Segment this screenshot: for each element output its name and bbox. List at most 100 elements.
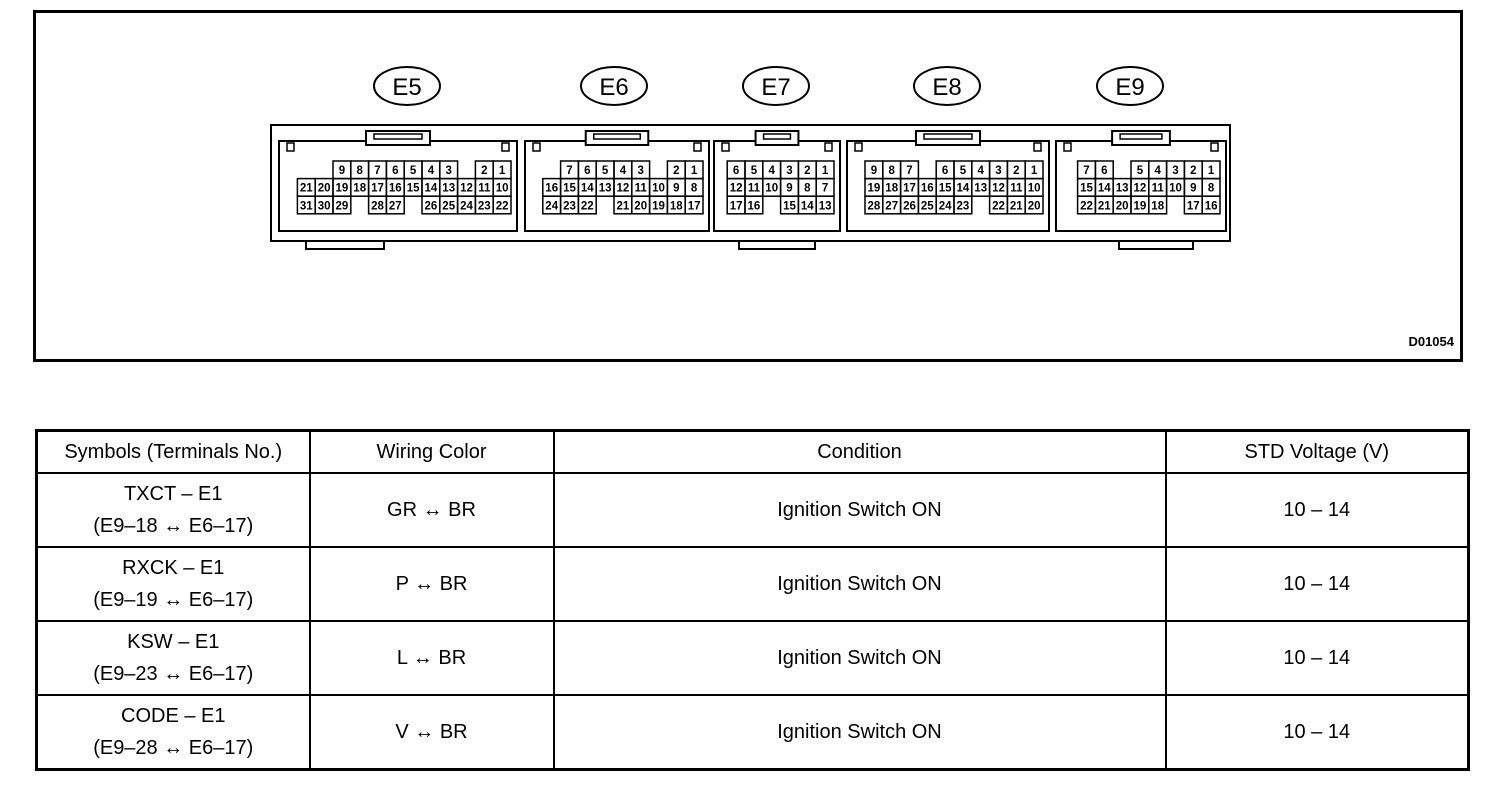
terminal-cell <box>1024 195 1044 215</box>
condition-cell: Ignition Switch ON <box>552 694 1167 771</box>
terminal-number: 7 <box>906 165 912 177</box>
terminal-cell <box>744 195 764 215</box>
connector-latch-slot <box>373 133 423 140</box>
terminal-number: 11 <box>635 183 648 195</box>
connector-label-ellipse <box>1096 66 1164 106</box>
terminal-numbers: (E9–28 ↔ E6–17) <box>93 737 254 759</box>
connector-label: E9 <box>1115 74 1144 101</box>
connector-guide-post <box>501 142 510 152</box>
terminal-number: 9 <box>1190 183 1196 195</box>
terminal-number: 22 <box>992 200 1005 212</box>
terminal-number: 16 <box>389 183 402 195</box>
terminal-number: 23 <box>478 200 491 212</box>
terminal-number: 18 <box>670 200 683 212</box>
connector-guide-post <box>721 142 730 152</box>
terminal-number: 11 <box>1010 183 1023 195</box>
terminal-number: 2 <box>673 165 679 177</box>
terminal-number: 8 <box>1208 183 1215 195</box>
table-row: TXCT – E1 (E9–18 ↔ E6–17) GR ↔ BR Igniti… <box>35 472 1470 548</box>
connector-guide-post <box>824 142 833 152</box>
terminal-number: 10 <box>1169 183 1182 195</box>
terminal-number: 8 <box>888 165 895 177</box>
terminal-number: 29 <box>336 200 349 212</box>
voltage-cell: 10 – 14 <box>1164 694 1470 771</box>
terminal-number: 19 <box>336 183 349 195</box>
connector-guide-post <box>1033 142 1042 152</box>
terminal-number: 28 <box>868 200 881 212</box>
terminal-number: 2 <box>481 165 487 177</box>
terminal-number: 17 <box>1187 200 1200 212</box>
symbol-name: TXCT – E1 <box>123 483 223 505</box>
connector-latch-slot <box>762 133 792 140</box>
terminal-number: 17 <box>730 200 743 212</box>
terminal-number: 6 <box>942 165 948 177</box>
voltage-table: Symbols (Terminals No.) Wiring Color Con… <box>35 429 1470 771</box>
terminal-number: 14 <box>425 183 438 195</box>
symbol-name: KSW – E1 <box>127 631 220 653</box>
terminal-cell <box>815 195 835 215</box>
table-row: KSW – E1 (E9–23 ↔ E6–17) L ↔ BR Ignition… <box>35 620 1470 696</box>
connector-label-ellipse <box>580 66 648 106</box>
terminal-number: 26 <box>425 200 438 212</box>
terminal-number: 6 <box>584 165 590 177</box>
terminal-number: 4 <box>428 165 435 177</box>
terminal-number: 27 <box>389 200 402 212</box>
symbol-name: CODE – E1 <box>121 705 226 727</box>
terminal-number: 16 <box>921 183 934 195</box>
terminal-number: 4 <box>1154 165 1161 177</box>
terminal-number: 16 <box>545 183 558 195</box>
terminal-cell <box>332 195 352 215</box>
terminal-number: 10 <box>496 183 509 195</box>
symbol-cell: RXCK – E1 (E9–19 ↔ E6–17) <box>35 546 311 622</box>
terminal-number: 12 <box>460 183 473 195</box>
connector-latch-slot <box>592 133 642 140</box>
connector-guide-post <box>532 142 541 152</box>
terminal-number: 18 <box>353 183 366 195</box>
terminal-number: 15 <box>783 200 796 212</box>
terminal-number: 3 <box>637 165 643 177</box>
connector-label-ellipse <box>913 66 981 106</box>
terminal-number: 15 <box>407 183 420 195</box>
terminal-number: 5 <box>410 165 417 177</box>
terminal-number: 3 <box>786 165 792 177</box>
connector-label: E6 <box>599 74 628 101</box>
terminal-number: 21 <box>300 183 313 195</box>
terminal-number: 22 <box>1080 200 1093 212</box>
voltage-cell: 10 – 14 <box>1164 546 1470 622</box>
terminal-number: 25 <box>921 200 934 212</box>
terminal-number: 12 <box>730 183 743 195</box>
terminal-number: 31 <box>300 200 313 212</box>
terminal-cell <box>492 195 512 215</box>
terminal-number: 28 <box>371 200 384 212</box>
terminal-number: 6 <box>733 165 739 177</box>
terminal-number: 9 <box>871 165 877 177</box>
terminal-number: 13 <box>974 183 987 195</box>
terminal-number: 11 <box>1152 183 1165 195</box>
terminal-numbers: (E9–19 ↔ E6–17) <box>93 589 254 611</box>
terminal-number: 8 <box>691 183 698 195</box>
terminal-number: 1 <box>1031 165 1038 177</box>
terminal-number: 7 <box>566 165 572 177</box>
connector-guide-post <box>1210 142 1219 152</box>
terminal-number: 9 <box>339 165 345 177</box>
terminal-numbers: (E9–18 ↔ E6–17) <box>93 515 254 537</box>
connector-label: E8 <box>932 74 961 101</box>
table-header-row: Symbols (Terminals No.) Wiring Color Con… <box>35 429 1470 474</box>
terminal-number: 12 <box>992 183 1005 195</box>
terminal-number: 3 <box>445 165 451 177</box>
terminal-number: 13 <box>599 183 612 195</box>
terminal-number: 1 <box>499 165 506 177</box>
drawing-code: D01054 <box>1408 334 1454 349</box>
voltage-cell: 10 – 14 <box>1164 472 1470 548</box>
terminal-cell <box>684 195 704 215</box>
connector-bottom-tab <box>1118 240 1194 250</box>
terminal-number: 14 <box>801 200 814 212</box>
terminal-number: 20 <box>318 183 331 195</box>
terminal-number: 7 <box>374 165 380 177</box>
terminal-number: 9 <box>673 183 679 195</box>
terminal-number: 18 <box>885 183 898 195</box>
table-row: RXCK – E1 (E9–19 ↔ E6–17) P ↔ BR Ignitio… <box>35 546 1470 622</box>
terminal-number: 19 <box>868 183 881 195</box>
terminal-number: 24 <box>545 200 558 212</box>
header-std-voltage: STD Voltage (V) <box>1164 429 1470 474</box>
